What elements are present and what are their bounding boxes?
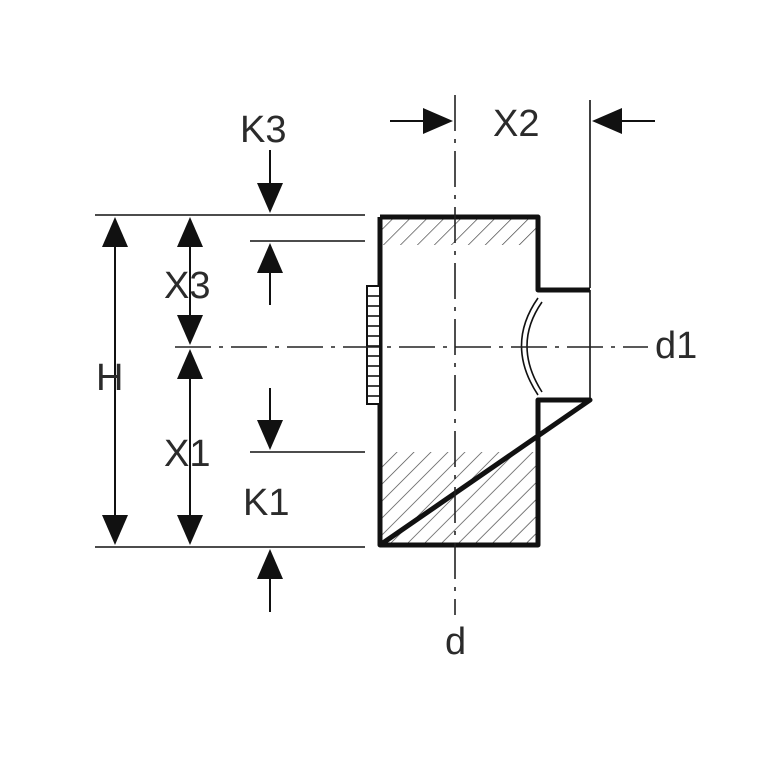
x1-dimension: [177, 349, 203, 545]
d-label: d: [445, 621, 466, 663]
x3-label: X3: [164, 265, 210, 307]
ribbed-section: [366, 285, 381, 405]
upper-socket-hatch: [380, 217, 538, 245]
x2-label: X2: [493, 103, 539, 145]
h-label: H: [96, 357, 123, 399]
extension-lines: [95, 100, 591, 548]
k1-dimension: [257, 388, 283, 612]
x3-dimension: [177, 217, 203, 345]
x2-dimension: [390, 108, 655, 134]
h-dimension: [102, 217, 128, 545]
k3-dimension: [257, 150, 283, 305]
d1-label: d1: [655, 325, 697, 367]
k3-label: K3: [240, 109, 286, 151]
x1-label: X1: [164, 433, 210, 475]
k1-label: K1: [243, 482, 289, 524]
